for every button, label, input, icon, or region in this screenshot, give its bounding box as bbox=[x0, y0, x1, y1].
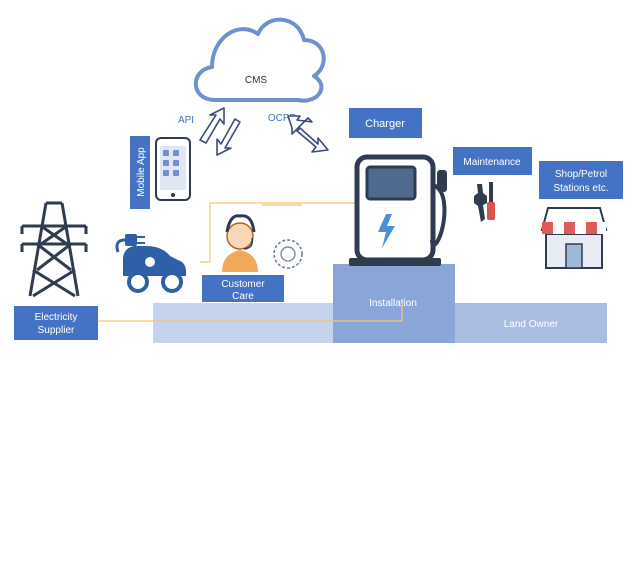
electric-car-icon bbox=[115, 234, 187, 293]
api-label: API bbox=[178, 115, 194, 126]
charger-station-icon bbox=[349, 154, 447, 266]
customer-care-label-line1: Customer bbox=[221, 279, 265, 290]
cms-label: CMS bbox=[245, 75, 268, 86]
support-agent-icon bbox=[222, 214, 258, 272]
phone-icon bbox=[155, 137, 191, 201]
maintenance-label: Maintenance bbox=[463, 157, 521, 168]
api-double-arrow-icon bbox=[199, 107, 241, 156]
electricity-supplier-label-line2: Supplier bbox=[38, 325, 75, 336]
charger-label: Charger bbox=[365, 118, 405, 130]
land-owner-box bbox=[455, 303, 607, 343]
support-globe-icon bbox=[273, 239, 303, 269]
electricity-supplier-box bbox=[14, 306, 98, 340]
mobile-app-label: Mobile App bbox=[136, 147, 147, 197]
shop-label-line1: Shop/Petrol bbox=[555, 169, 607, 180]
installation-platform bbox=[333, 264, 455, 343]
maintenance-box bbox=[453, 147, 532, 175]
supply-line bbox=[98, 304, 403, 322]
land-owner-label: Land Owner bbox=[504, 319, 559, 330]
installation-label: Installation bbox=[369, 298, 417, 309]
wrench-screwdriver-icon bbox=[474, 182, 495, 222]
shop-stations-box bbox=[539, 161, 623, 199]
cloud-icon bbox=[193, 17, 326, 103]
electricity-supplier-label-line1: Electricity bbox=[35, 312, 78, 323]
connector-lines bbox=[98, 202, 403, 322]
cms-cloud: CMS bbox=[193, 17, 326, 103]
customer-care-box bbox=[202, 275, 284, 302]
customer-care-label-line2: Care bbox=[232, 291, 254, 302]
power-pylon-icon bbox=[20, 201, 88, 298]
ocpp-double-arrow-icon bbox=[287, 115, 329, 153]
ocpp-label: OCPP bbox=[268, 113, 297, 124]
mobile-app-box bbox=[130, 136, 150, 209]
shop-icon bbox=[540, 207, 608, 269]
charger-box bbox=[349, 108, 422, 138]
shop-label-line2: Stations etc. bbox=[553, 183, 608, 194]
car-charger-line bbox=[200, 202, 355, 263]
